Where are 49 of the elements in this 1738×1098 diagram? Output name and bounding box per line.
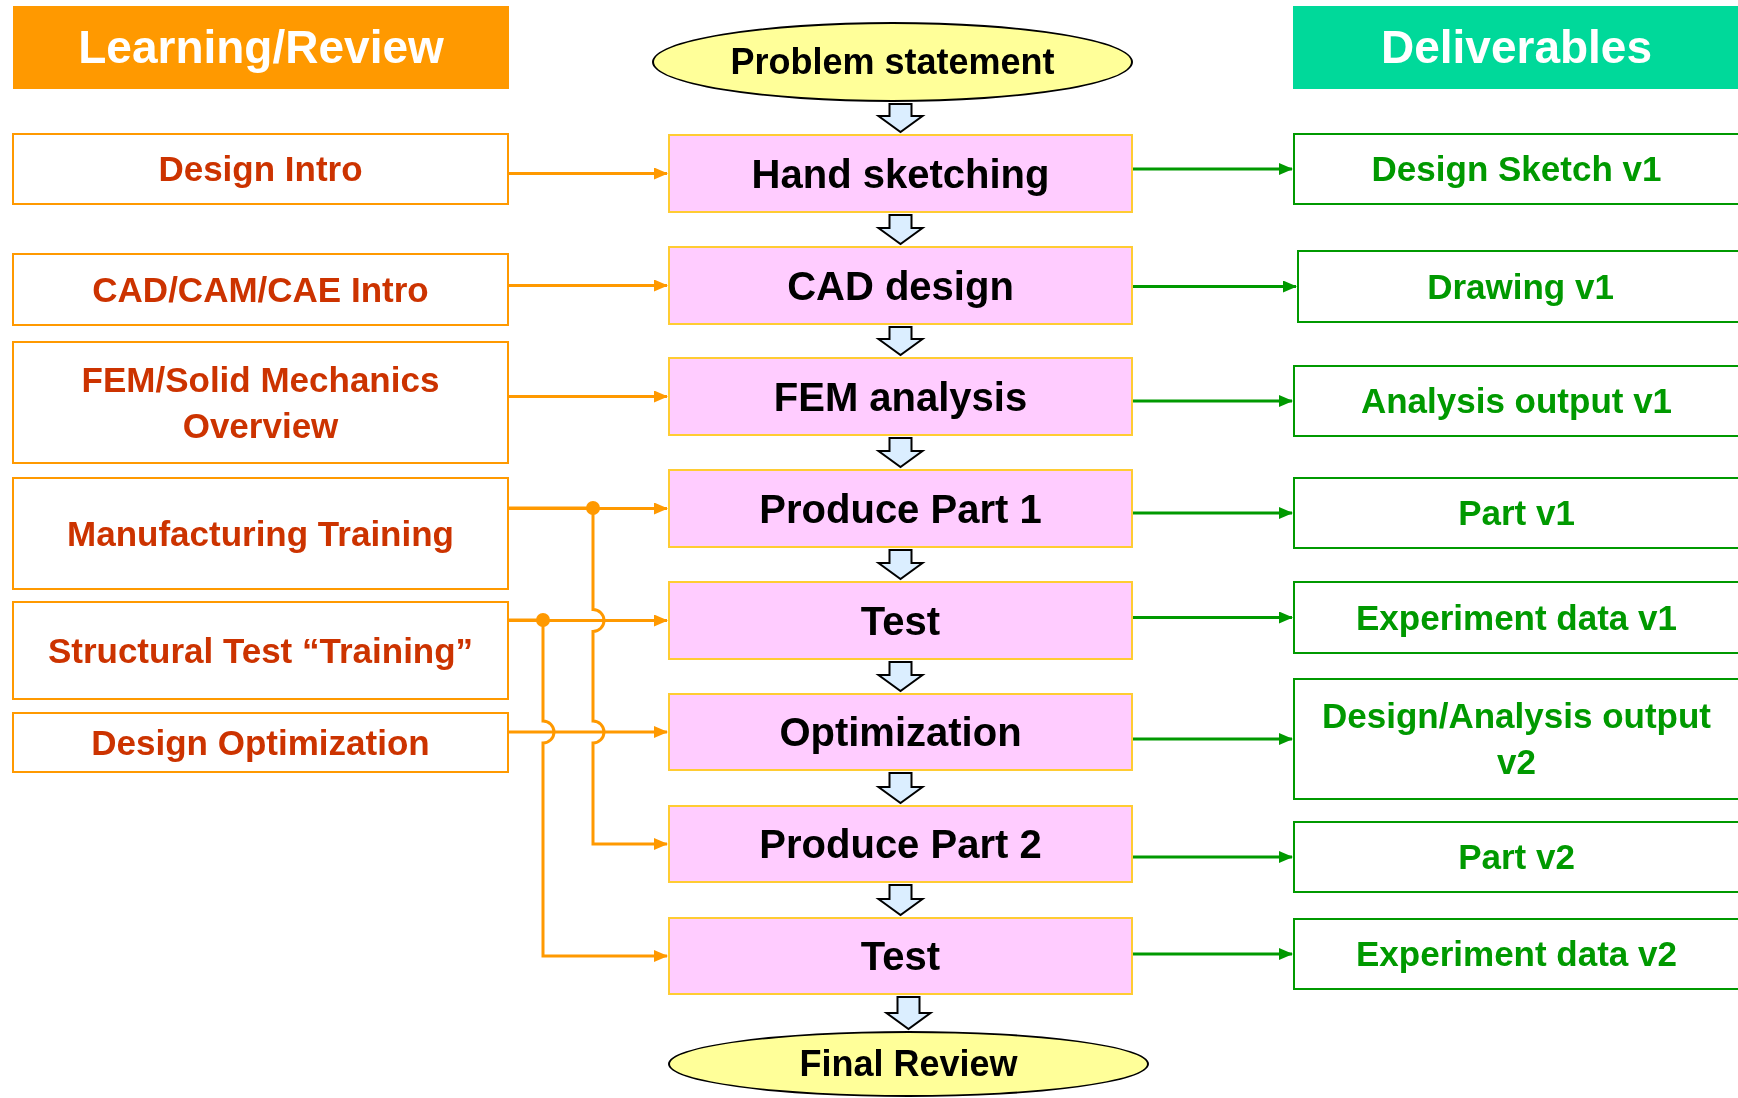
topic-box: FEM/Solid Mechanics Overview (12, 341, 509, 464)
topic-box: Design Intro (12, 133, 509, 205)
process-box: Test (668, 581, 1133, 660)
deliverable-box: Design/Analysis output v2 (1293, 678, 1738, 800)
process-box: Produce Part 2 (668, 805, 1133, 883)
block-arrow (883, 996, 934, 1031)
arrow (1133, 163, 1293, 175)
process-box: Produce Part 1 (668, 469, 1133, 548)
block-arrow (875, 772, 926, 805)
deliverable-box: Analysis output v1 (1293, 365, 1738, 437)
topic-box: Structural Test “Training” (12, 601, 509, 700)
arrow (509, 279, 668, 292)
terminal-ellipse: Problem statement (652, 22, 1133, 102)
block-arrow (875, 214, 926, 246)
block-arrow (875, 437, 926, 469)
terminal-ellipse: Final Review (668, 1031, 1149, 1097)
block-arrow (875, 549, 926, 581)
header-banner: Learning/Review (13, 6, 509, 89)
process-box: Test (668, 917, 1133, 995)
topic-box: Design Optimization (12, 712, 509, 773)
arrow (1133, 851, 1293, 863)
deliverable-box: Design Sketch v1 (1293, 133, 1738, 205)
block-arrow (875, 884, 926, 917)
deliverable-box: Experiment data v2 (1293, 918, 1738, 990)
arrow (1133, 611, 1293, 624)
deliverable-box: Part v2 (1293, 821, 1738, 893)
block-arrow (875, 103, 926, 134)
arrow (509, 167, 668, 180)
block-arrow (875, 661, 926, 693)
arrow (1133, 507, 1293, 519)
topic-box: Manufacturing Training (12, 477, 509, 590)
process-box: Hand sketching (668, 134, 1133, 213)
deliverable-box: Experiment data v1 (1293, 581, 1738, 654)
arrow (509, 726, 668, 738)
process-box: CAD design (668, 246, 1133, 325)
arrow (509, 506, 668, 850)
arrow (1133, 395, 1293, 407)
arrow (509, 618, 668, 962)
arrow (1133, 280, 1297, 293)
process-box: Optimization (668, 693, 1133, 771)
arrow (1133, 948, 1293, 960)
deliverable-box: Drawing v1 (1297, 250, 1738, 323)
deliverable-box: Part v1 (1293, 477, 1738, 549)
arrow (509, 390, 668, 403)
topic-box: CAD/CAM/CAE Intro (12, 253, 509, 326)
block-arrow (875, 326, 926, 357)
header-banner: Deliverables (1293, 6, 1738, 89)
arrow (1133, 733, 1293, 745)
process-box: FEM analysis (668, 357, 1133, 436)
